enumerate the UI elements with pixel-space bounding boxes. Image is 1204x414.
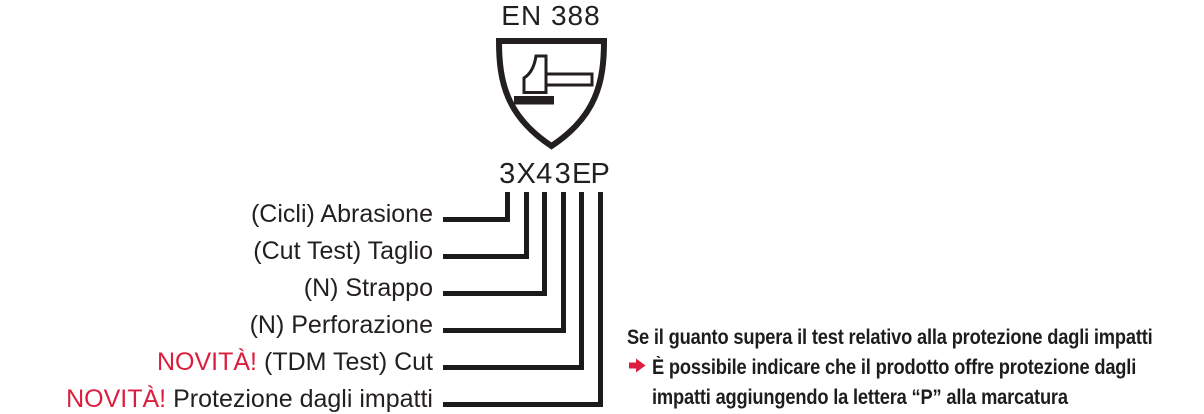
connector-vertical-abrasione: [505, 192, 510, 222]
code-char: P: [590, 158, 610, 190]
connector-horizontal-strappo: [443, 291, 547, 296]
connector-horizontal-tdm-cut: [443, 365, 584, 370]
label-abrasione: (Cicli) Abrasione: [251, 201, 433, 227]
label-text-abrasione: (Cicli) Abrasione: [250, 200, 433, 228]
label-strappo: (N) Strappo: [304, 275, 433, 301]
connector-vertical-impatti: [597, 192, 603, 407]
novita-badge: NOVITÀ!: [66, 385, 167, 413]
connector-horizontal-taglio: [443, 254, 529, 259]
code-char: 3: [499, 158, 516, 190]
standard-title: EN 388: [501, 0, 601, 31]
label-text-taglio: (Cut Test) Taglio: [253, 237, 433, 265]
label-text-impatti: Protezione dagli impatti: [173, 385, 433, 413]
note-bullet-line-2: impatti aggiungendo la lettera “P” alla …: [652, 386, 1068, 409]
note-bullet-line-1: È possibile indicare che il prodotto off…: [652, 356, 1137, 379]
code-char: X: [516, 158, 536, 190]
note-heading: Se il guanto supera il test relativo all…: [627, 326, 1153, 349]
connector-vertical-perforazione: [560, 192, 566, 333]
connector-vertical-tdm-cut: [579, 192, 584, 370]
code-char: 4: [536, 158, 553, 190]
shield-hammer-icon: [495, 38, 608, 150]
connector-vertical-strappo: [542, 192, 547, 296]
red-arrow-shape: [629, 358, 646, 373]
label-tdm-cut: NOVITÀ!(TDM Test) Cut: [157, 349, 433, 375]
label-taglio: (Cut Test) Taglio: [253, 238, 433, 264]
hammer-handle: [544, 72, 594, 87]
connector-horizontal-abrasione: [443, 217, 510, 222]
label-text-perforazione: (N) Perforazione: [249, 311, 433, 339]
hammer-baseline-bar: [514, 96, 554, 105]
connector-vertical-taglio: [523, 192, 529, 259]
shield-outline: [495, 38, 608, 150]
hammer-head: [522, 54, 548, 94]
novita-badge: NOVITÀ!: [156, 348, 257, 376]
red-arrow-icon: [629, 358, 646, 373]
connector-horizontal-impatti: [443, 402, 603, 407]
label-perforazione: (N) Perforazione: [250, 312, 433, 338]
label-text-strappo: (N) Strappo: [303, 274, 433, 302]
connector-horizontal-perforazione: [443, 328, 566, 333]
label-text-tdm-cut: (TDM Test) Cut: [264, 348, 433, 376]
code-char: 3: [554, 158, 571, 190]
code-char: E: [572, 158, 592, 190]
label-impatti: NOVITÀ!Protezione dagli impatti: [66, 386, 433, 412]
